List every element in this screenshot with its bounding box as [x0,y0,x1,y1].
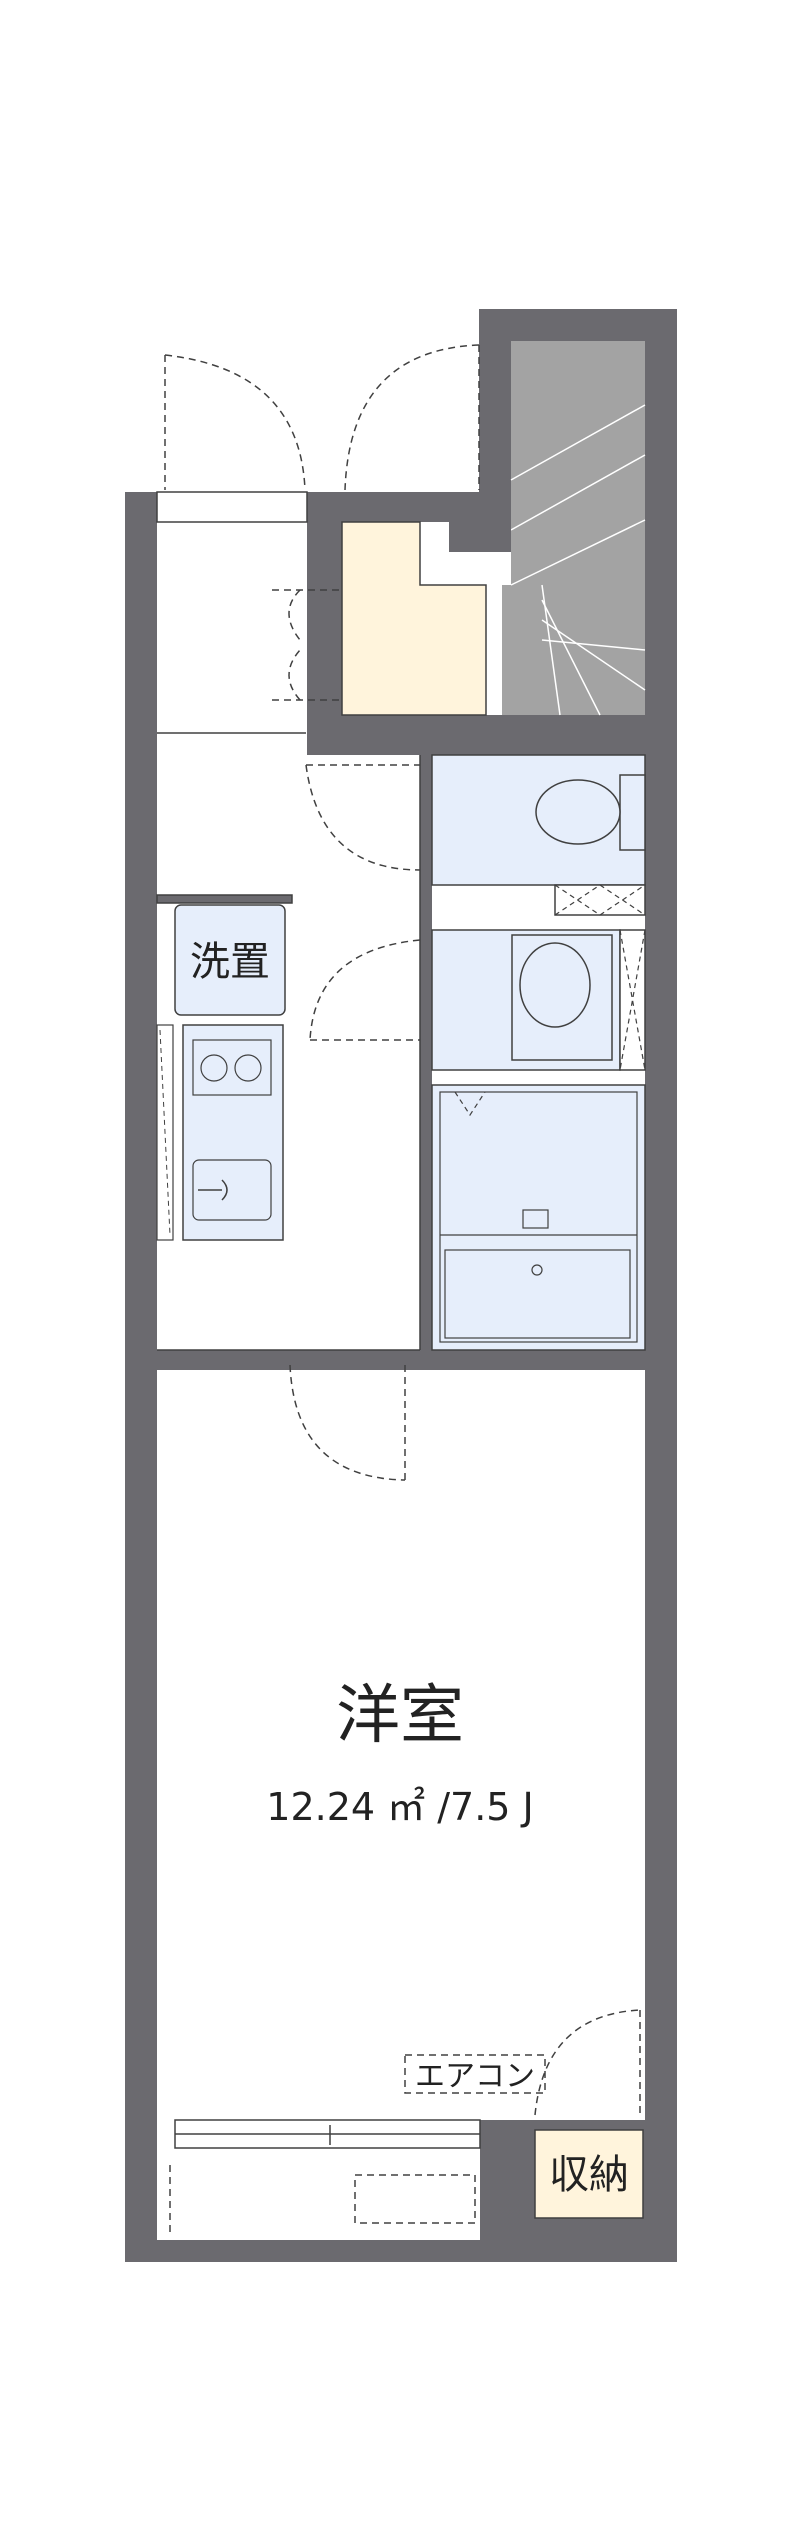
storage-label: 収納 [549,2152,629,2198]
wash-basin [519,942,591,1028]
storage-closet [534,2129,644,2219]
corridor-floor [300,755,420,1350]
entrance-area [341,521,487,716]
bottom-wall-left [125,2120,157,2262]
storage-wall [480,2120,530,2150]
bath-left-wall [420,750,432,1355]
right-wall [645,309,677,2262]
kitchen [156,904,286,1241]
toilet-shelf [554,884,646,916]
aircon-label: エアコン [415,2059,535,2094]
balcony-floor [157,2148,480,2240]
stair-bottom-wall [479,715,677,755]
bath-drain [531,1264,543,1276]
stair-top-wall [479,309,677,341]
bathroom [431,1084,646,1351]
partitions [156,732,421,1351]
windows [156,491,481,2149]
entrance-left-wall [306,492,342,754]
toilet-tank [619,774,646,851]
entrance-bottom-wall [300,715,480,755]
sink [192,1159,272,1221]
toilet-room [431,754,646,916]
stair-left-wall [479,309,511,522]
top-window [156,491,308,523]
shower-faucet [522,1209,549,1229]
room-divider-wall [157,1350,645,1370]
room-size: 12.24 ㎡ /7.5 J [266,1785,533,1829]
laundry-space [174,904,286,1016]
washroom [431,929,646,1071]
door-swings [164,344,641,2235]
main-room-floor [157,1370,645,2120]
bottom-strip [125,2240,677,2262]
entrance-top-wall [306,492,511,522]
stove [192,1039,272,1096]
sink-faucet [198,1179,228,1201]
room-name: 洋室 [336,1679,464,1753]
left-wall [125,492,157,2262]
burner-right [234,1054,262,1082]
toilet-bowl [535,779,621,845]
burner-left [200,1054,228,1082]
laundry-label: 洗置 [190,939,270,985]
bathtub [444,1249,631,1339]
top-wall-left [125,492,160,522]
staircase [449,341,646,716]
stair-landing [449,520,511,550]
